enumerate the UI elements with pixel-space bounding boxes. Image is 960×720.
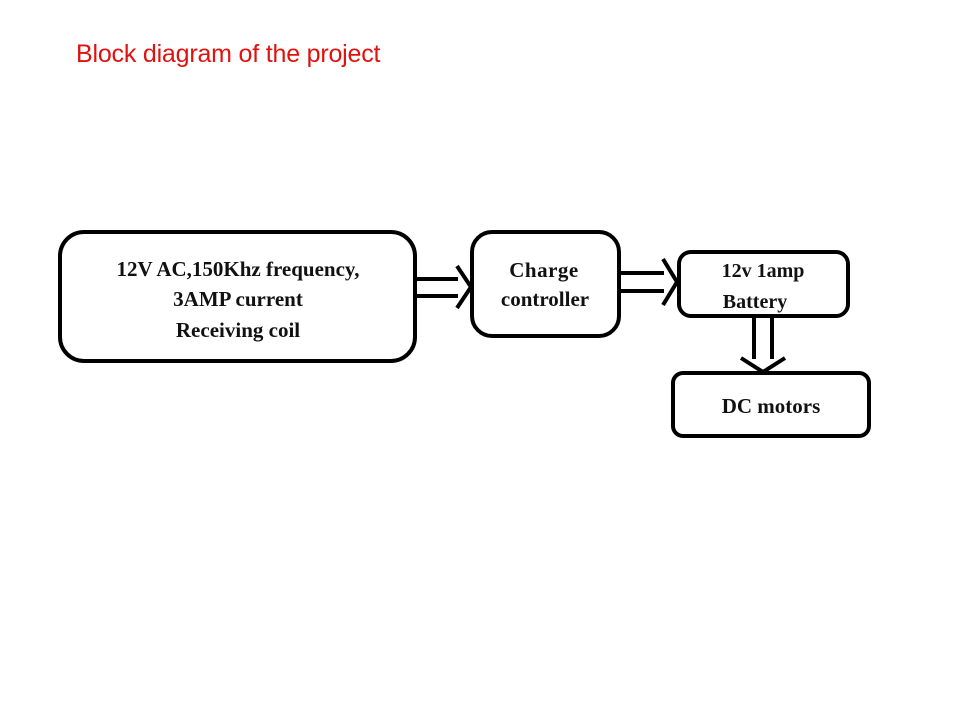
- block-charge-controller: Charge controller: [470, 230, 621, 338]
- block-charge-controller-line-1: Charge: [509, 258, 579, 282]
- diagram-title: Block diagram of the project: [76, 40, 381, 68]
- block-battery-line-2: Battery: [723, 291, 787, 313]
- block-dc-motors-line-1: DC motors: [722, 394, 821, 418]
- block-battery-line-1: 12v 1amp: [722, 260, 805, 282]
- block-receiving-coil-line-3: Receiving coil: [176, 318, 300, 342]
- block-receiving-coil-line-1: 12V AC,150Khz frequency,: [116, 257, 359, 281]
- arrow-controller-to-battery: [620, 257, 680, 307]
- block-battery: 12v 1amp Battery: [677, 250, 850, 318]
- arrow-battery-to-motors: [739, 317, 787, 375]
- block-receiving-coil-line-2: 3AMP current: [173, 287, 303, 311]
- block-charge-controller-line-2: controller: [501, 287, 589, 311]
- block-dc-motors: DC motors: [671, 371, 871, 438]
- arrow-coil-to-controller: [416, 264, 474, 310]
- block-receiving-coil: 12V AC,150Khz frequency, 3AMP current Re…: [58, 230, 417, 363]
